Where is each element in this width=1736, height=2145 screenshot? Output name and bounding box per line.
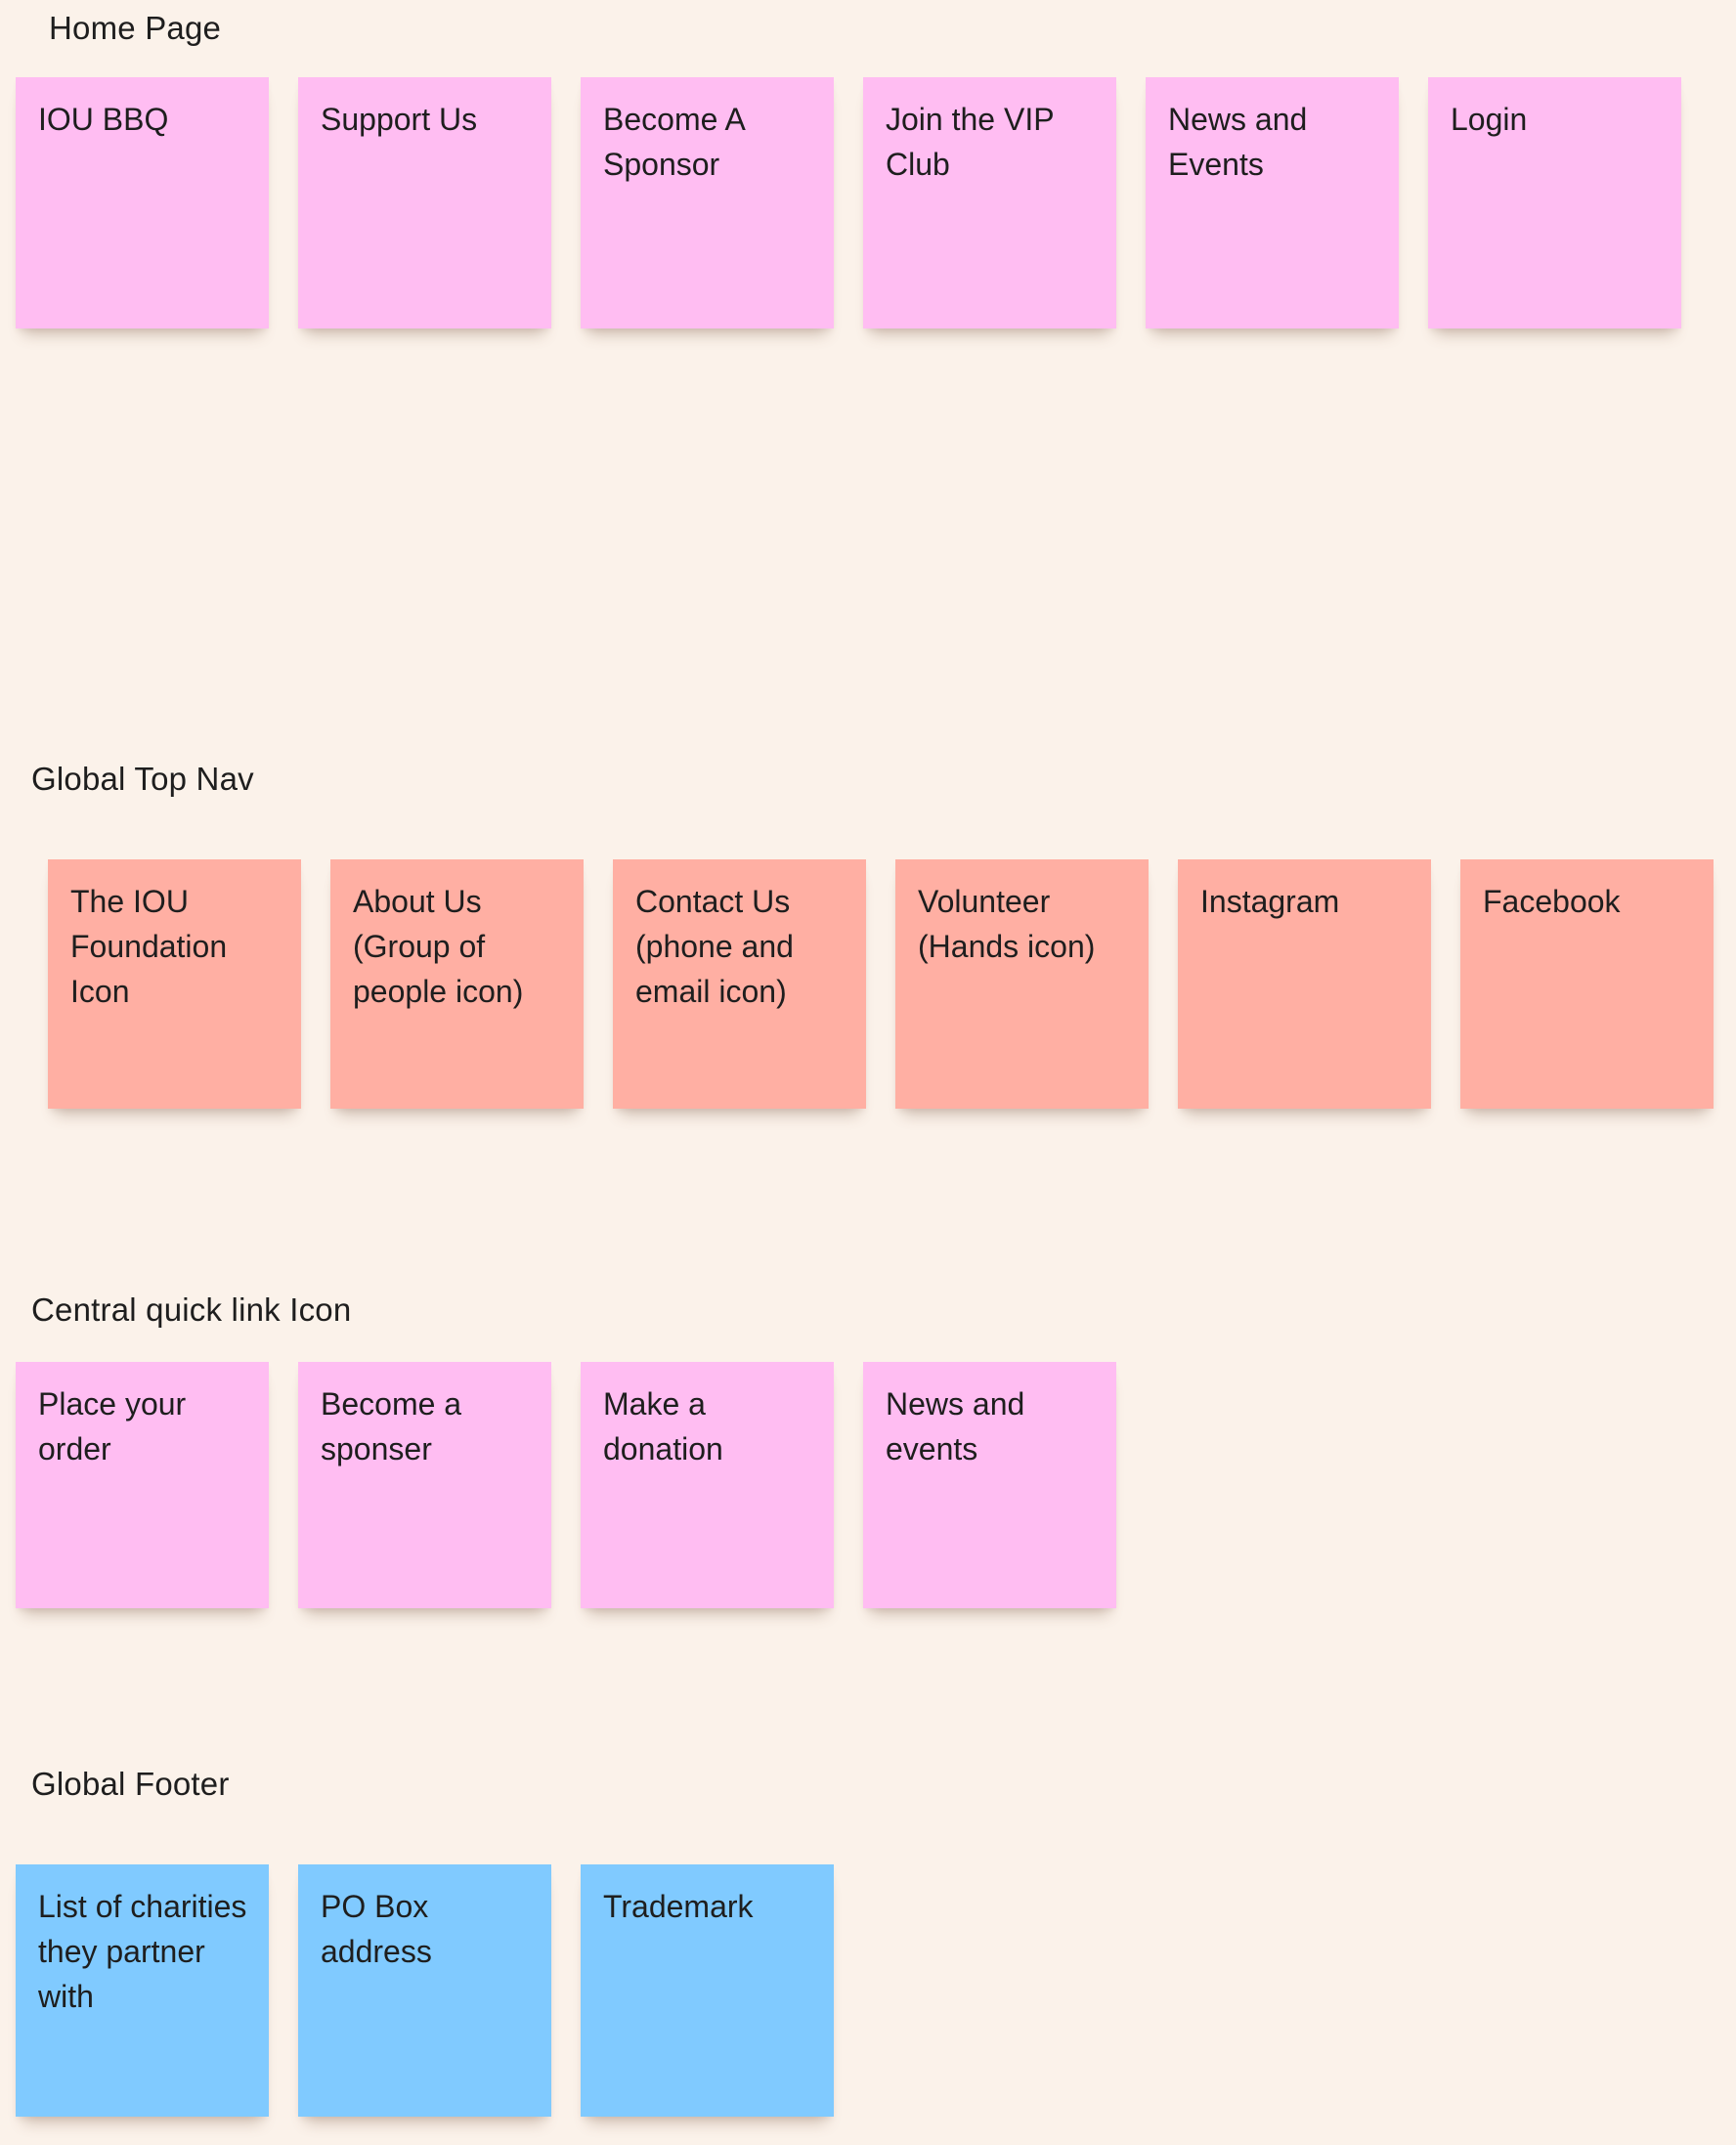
sticky-note-po-box-address[interactable]: PO Box address (298, 1864, 551, 2117)
sticky-note-label: Become a sponser (321, 1386, 462, 1466)
sticky-note-iou-bbq[interactable]: IOU BBQ (16, 77, 269, 328)
sticky-note-label: About Us (Group of people icon) (353, 884, 524, 1009)
sticky-note-become-a-sponser[interactable]: Become a sponser (298, 1362, 551, 1608)
sticky-note-facebook[interactable]: Facebook (1460, 859, 1714, 1109)
sticky-note-label: News and Events (1168, 102, 1308, 182)
sticky-note-label: IOU BBQ (38, 102, 169, 137)
sticky-note-charities-list[interactable]: List of charities they partner with (16, 1864, 269, 2117)
sticky-note-login[interactable]: Login (1428, 77, 1681, 328)
sticky-note-label: Make a donation (603, 1386, 723, 1466)
sticky-note-news-and-events[interactable]: News and Events (1146, 77, 1399, 328)
sticky-note-trademark[interactable]: Trademark (581, 1864, 834, 2117)
section-title-central-quick-link-icon[interactable]: Central quick link Icon (31, 1291, 352, 1328)
sticky-note-label: Contact Us (phone and email icon) (635, 884, 794, 1009)
sticky-note-label: Volunteer (Hands icon) (918, 884, 1096, 964)
sticky-note-label: Instagram (1200, 884, 1340, 919)
sticky-note-instagram[interactable]: Instagram (1178, 859, 1431, 1109)
sticky-note-label: Place your order (38, 1386, 187, 1466)
sticky-note-contact-us[interactable]: Contact Us (phone and email icon) (613, 859, 866, 1109)
sticky-note-label: List of charities they partner with (38, 1889, 247, 2014)
sticky-note-become-a-sponsor[interactable]: Become A Sponsor (581, 77, 834, 328)
section-title-home-page[interactable]: Home Page (49, 10, 222, 46)
sticky-note-label: Facebook (1483, 884, 1621, 919)
sticky-note-label: Join the VIP Club (886, 102, 1054, 182)
section-title-global-top-nav[interactable]: Global Top Nav (31, 761, 254, 797)
sticky-note-iou-foundation-icon[interactable]: The IOU Foundation Icon (48, 859, 301, 1109)
sticky-note-place-your-order[interactable]: Place your order (16, 1362, 269, 1608)
sticky-note-join-the-vip-club[interactable]: Join the VIP Club (863, 77, 1116, 328)
sticky-note-label: Become A Sponsor (603, 102, 745, 182)
sticky-note-make-a-donation[interactable]: Make a donation (581, 1362, 834, 1608)
sticky-note-label: Support Us (321, 102, 478, 137)
sticky-note-about-us[interactable]: About Us (Group of people icon) (330, 859, 584, 1109)
sticky-note-label: Login (1451, 102, 1528, 137)
sticky-note-support-us[interactable]: Support Us (298, 77, 551, 328)
section-title-global-footer[interactable]: Global Footer (31, 1766, 230, 1802)
sticky-note-news-and-events-quick[interactable]: News and events (863, 1362, 1116, 1608)
sticky-note-label: PO Box address (321, 1889, 432, 1969)
sticky-note-label: Trademark (603, 1889, 754, 1924)
sticky-note-label: News and events (886, 1386, 1025, 1466)
sticky-note-volunteer[interactable]: Volunteer (Hands icon) (895, 859, 1149, 1109)
sticky-note-label: The IOU Foundation Icon (70, 884, 228, 1009)
